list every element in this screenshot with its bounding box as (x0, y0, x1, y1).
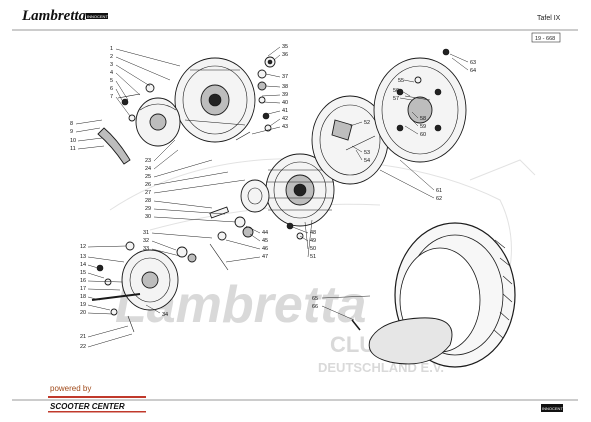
callout-31: 31 (143, 230, 149, 236)
callout-16: 16 (80, 278, 86, 284)
callout-2: 2 (110, 54, 113, 60)
callout-18: 18 (80, 294, 86, 300)
callout-56: 56 (393, 88, 399, 94)
callout-39: 39 (282, 92, 288, 98)
callout-37: 37 (282, 74, 288, 80)
callout-4: 4 (110, 70, 113, 76)
callout-42: 42 (282, 116, 288, 122)
callout-34: 34 (162, 312, 168, 318)
plate-title: Tafel IX (537, 15, 561, 22)
callout-14: 14 (80, 262, 86, 268)
callout-8: 8 (70, 121, 73, 127)
callout-29: 29 (145, 206, 151, 212)
brand-name: Lambretta (21, 8, 87, 24)
callout-11: 11 (70, 146, 76, 152)
sheet-code: 19 - 668 (535, 36, 555, 42)
callout-60: 60 (420, 132, 426, 138)
callout-28: 28 (145, 198, 151, 204)
callout-54: 54 (364, 158, 370, 164)
callout-58: 58 (420, 116, 426, 122)
callout-40: 40 (282, 100, 288, 106)
callout-20: 20 (80, 310, 86, 316)
callout-66: 66 (312, 304, 318, 310)
callout-21: 21 (80, 334, 86, 340)
callout-5: 5 (110, 78, 113, 84)
callout-24: 24 (145, 166, 151, 172)
callout-57: 57 (393, 96, 399, 102)
callout-52: 52 (364, 120, 370, 126)
inner-tube (351, 317, 453, 365)
callout-27: 27 (145, 190, 151, 196)
callout-38: 38 (282, 84, 288, 90)
callout-43: 43 (282, 124, 288, 130)
brand-sub: INNOCENTI (87, 14, 109, 19)
callout-32: 32 (143, 238, 149, 244)
callouts: 1 2 3 4 5 6 7 8 9 10 11 23 24 25 26 27 2… (70, 44, 476, 350)
callout-3: 3 (110, 62, 113, 68)
callout-62: 62 (436, 196, 442, 202)
callout-10: 10 (70, 138, 76, 144)
sponsor-name: SCOOTER CENTER (50, 402, 125, 411)
callout-48: 48 (310, 230, 316, 236)
lambretta-logo: Lambretta INNOCENTI (21, 8, 109, 24)
brand-sub-box (86, 13, 108, 19)
callout-49: 49 (310, 238, 316, 244)
callout-1: 1 (110, 46, 113, 52)
scooter-center-logo: SCOOTER CENTER (48, 396, 146, 413)
callout-51: 51 (310, 254, 316, 260)
callout-17: 17 (80, 286, 86, 292)
callout-55: 55 (398, 78, 404, 84)
callout-59: 59 (420, 124, 426, 130)
callout-50: 50 (310, 246, 316, 252)
callout-6: 6 (110, 86, 113, 92)
callout-45: 45 (262, 238, 268, 244)
callout-25: 25 (145, 174, 151, 180)
innocenti-logo-text: INNOCENTI (542, 406, 564, 411)
callout-15: 15 (80, 270, 86, 276)
small-fasteners-left (117, 83, 155, 122)
callout-22: 22 (80, 344, 86, 350)
callout-41: 41 (282, 108, 288, 114)
rear-hub (265, 153, 335, 227)
callout-64: 64 (470, 68, 476, 74)
callout-63: 63 (470, 60, 476, 66)
callout-36: 36 (282, 52, 288, 58)
callout-47: 47 (262, 254, 268, 260)
callout-13: 13 (80, 254, 86, 260)
callout-33: 33 (143, 246, 149, 252)
brake-backplate (135, 97, 181, 147)
wheel-rim (373, 57, 467, 163)
front-brake-drum (174, 57, 256, 143)
callout-35: 35 (282, 44, 288, 50)
callout-44: 44 (262, 230, 268, 236)
brake-shoe-left (97, 127, 131, 165)
callout-19: 19 (80, 302, 86, 308)
powered-by-label: powered by (50, 384, 91, 393)
callout-53: 53 (364, 150, 370, 156)
callout-7: 7 (110, 94, 113, 100)
callout-26: 26 (145, 182, 151, 188)
innocenti-logo: INNOCENTI (541, 404, 564, 412)
callout-46: 46 (262, 246, 268, 252)
front-axle (91, 241, 197, 333)
callout-65: 65 (312, 296, 318, 302)
drum-cover (311, 95, 389, 185)
watermark-line3: DEUTSCHLAND E.V. (318, 360, 444, 375)
callout-12: 12 (80, 244, 86, 250)
callout-30: 30 (145, 214, 151, 220)
callout-9: 9 (70, 129, 73, 135)
callout-23: 23 (145, 158, 151, 164)
sheet-code-box (531, 32, 561, 43)
front-drum-lower (121, 249, 179, 311)
hub-ring (240, 179, 270, 213)
rim-bolt (404, 48, 450, 101)
callout-61: 61 (436, 188, 442, 194)
upper-washers (235, 56, 276, 141)
